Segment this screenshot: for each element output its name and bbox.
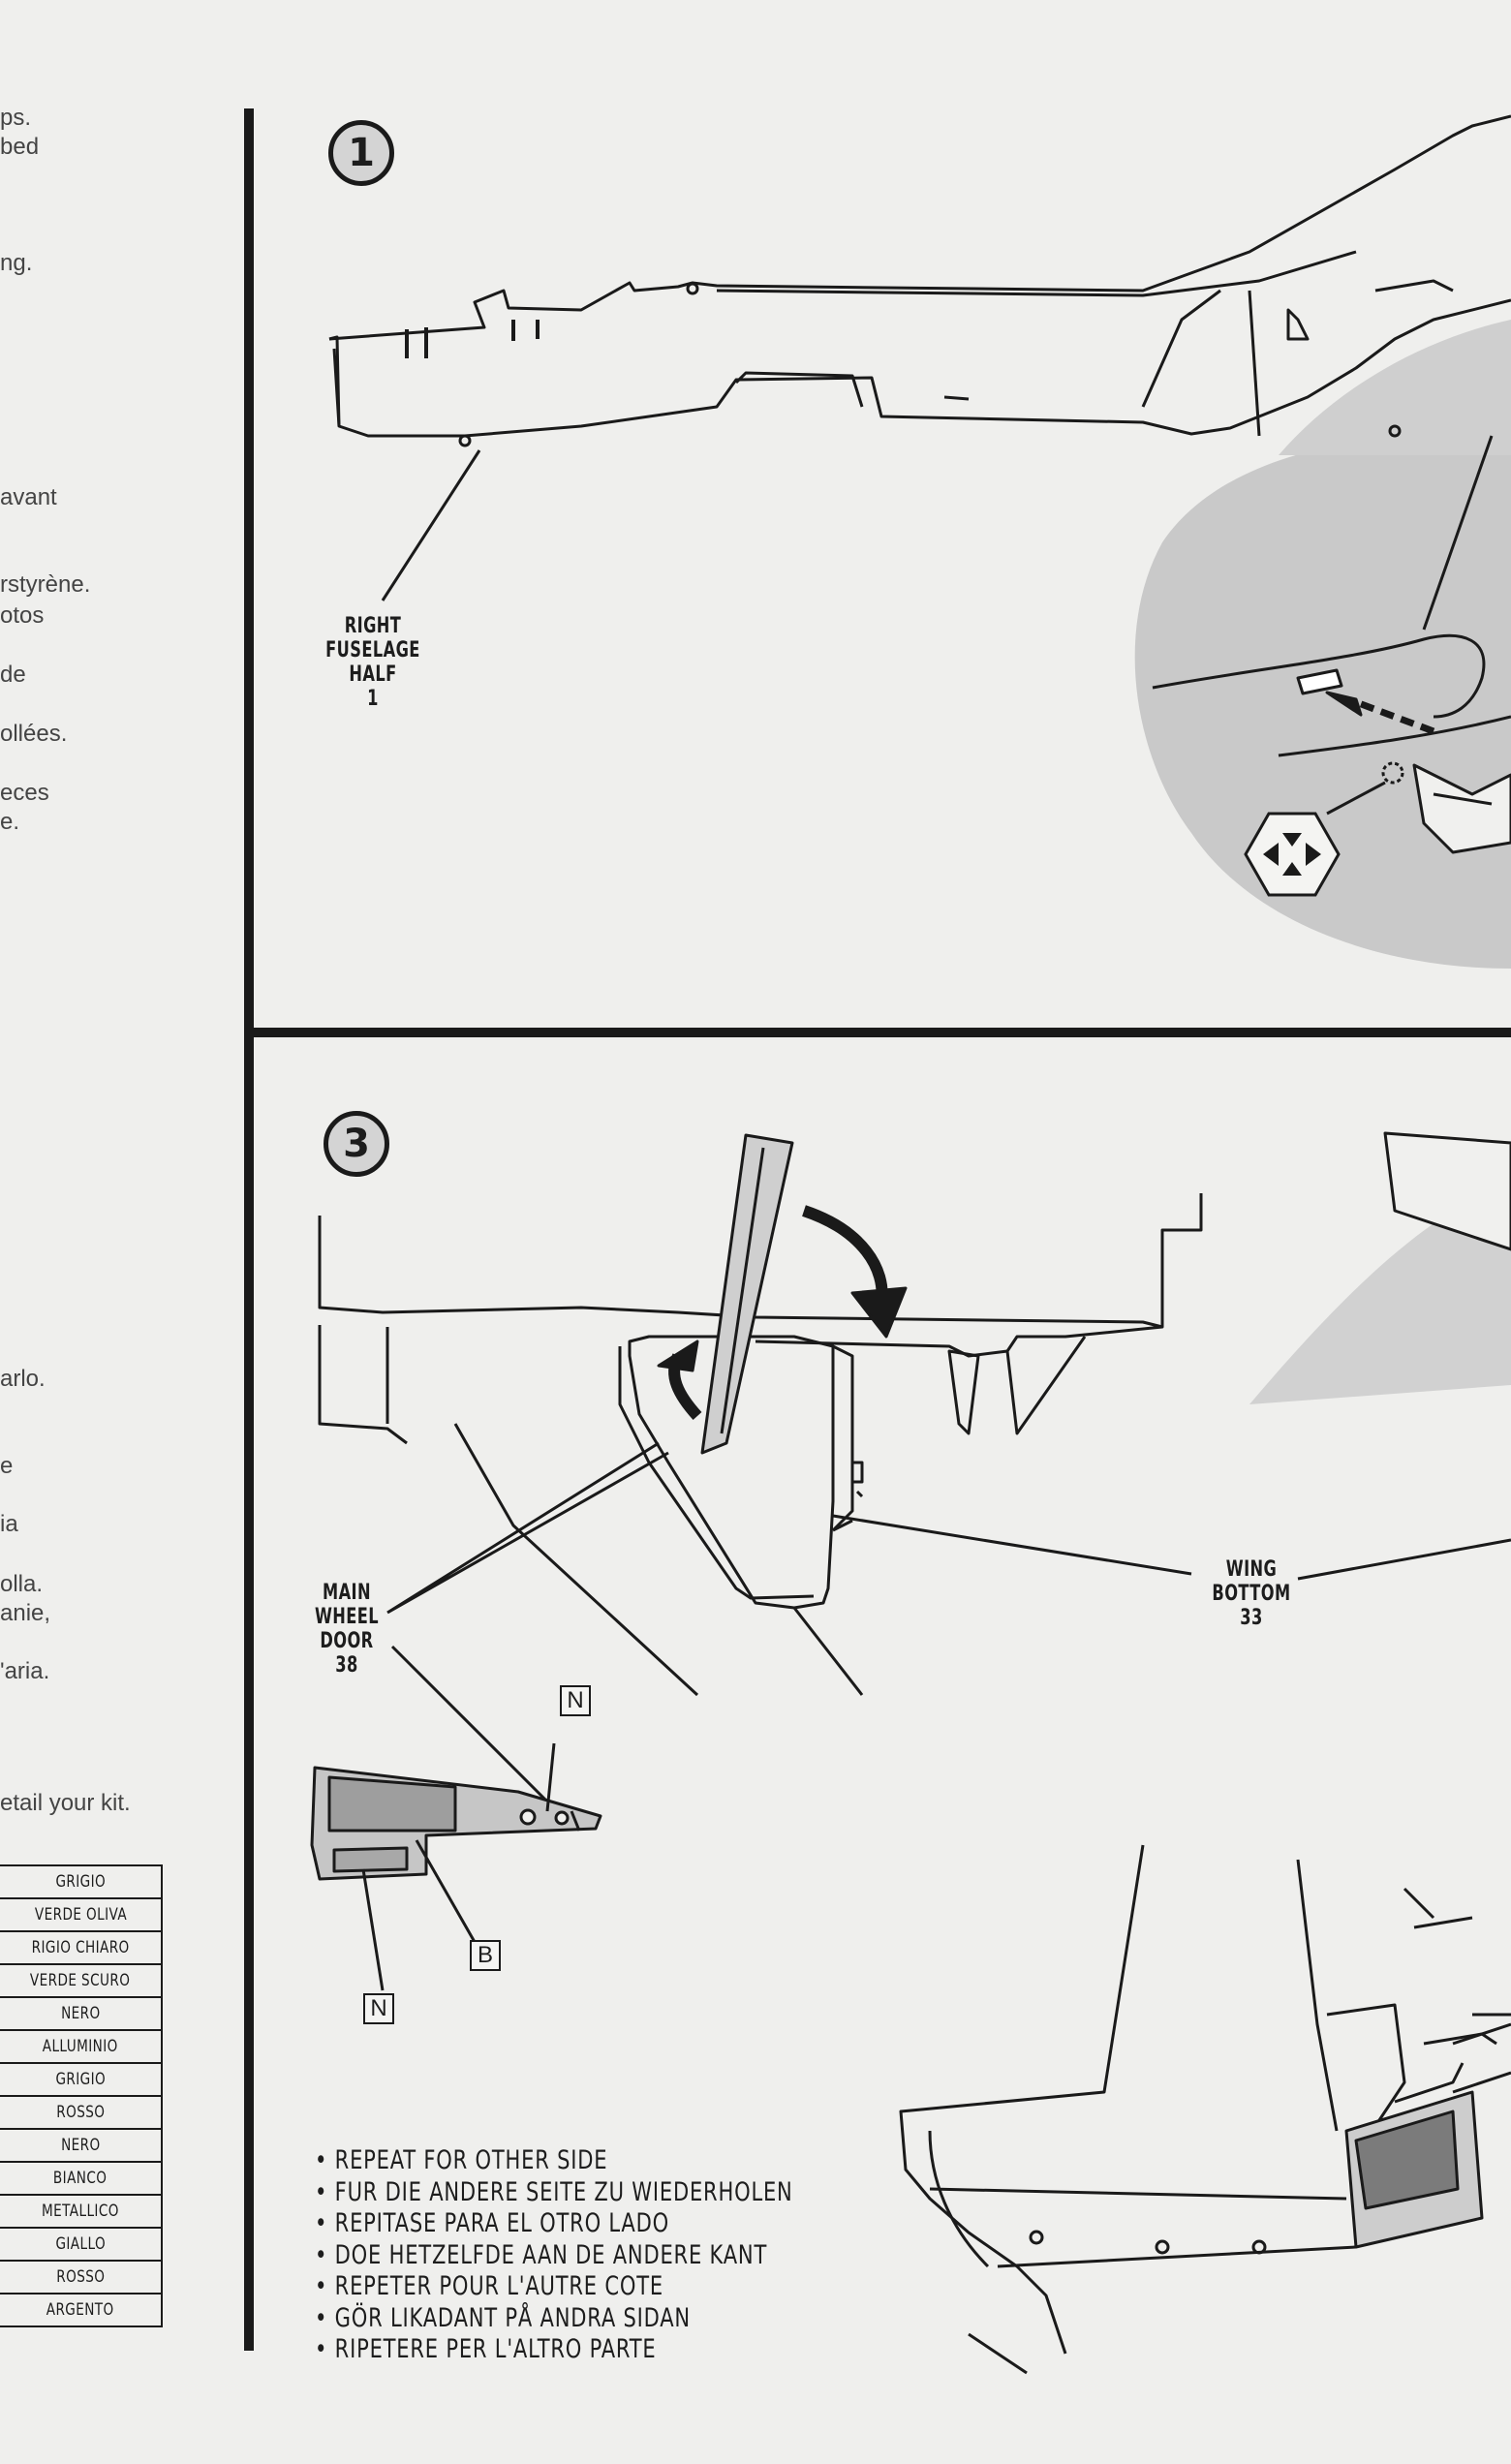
- color-cell: VERDE SCURO: [0, 1963, 163, 1998]
- color-cell: GRIGIO: [0, 2062, 163, 2097]
- color-cell: ROSSO: [0, 2260, 163, 2295]
- callout-line: RIGHT: [344, 614, 402, 638]
- color-cell: GRIGIO: [0, 1864, 163, 1899]
- instruction-item: GÖR LIKADANT PÅ ANDRA SIDAN: [315, 2303, 793, 2335]
- left-fragment: ng.: [0, 250, 33, 276]
- detail-circle: [1134, 434, 1511, 969]
- step-number-3: 3: [324, 1111, 389, 1177]
- instruction-item: REPITASE PARA EL OTRO LADO: [315, 2208, 793, 2240]
- step-number-1: 1: [328, 120, 394, 186]
- callout-line: FUSELAGE: [325, 638, 420, 662]
- left-fragment: e: [0, 1453, 14, 1479]
- fuselage-half-outline: [328, 114, 1511, 341]
- left-fragment: otos: [0, 602, 45, 629]
- callout-line: 38: [335, 1653, 358, 1678]
- instruction-item: REPETER POUR L'AUTRE COTE: [315, 2271, 793, 2303]
- part-tag-b: B: [470, 1940, 501, 1971]
- left-fragment: arlo.: [0, 1366, 46, 1392]
- color-name: VERDE OLIVA: [34, 1905, 127, 1925]
- color-cell: METALLICO: [0, 2194, 163, 2229]
- color-name: RIGIO CHIARO: [31, 1938, 130, 1957]
- color-name: METALLICO: [42, 2202, 119, 2221]
- color-name: VERDE SCURO: [30, 1971, 131, 1990]
- color-name: GRIGIO: [55, 1872, 106, 1892]
- left-fragment: rstyrène.: [0, 571, 91, 598]
- left-fragment: bed: [0, 134, 40, 160]
- color-name: NERO: [60, 2004, 101, 2023]
- glue-symbol-icon: [1244, 812, 1341, 897]
- left-fragment: de: [0, 662, 26, 688]
- color-cell: NERO: [0, 1996, 163, 2031]
- instruction-item: REPEAT FOR OTHER SIDE: [315, 2145, 793, 2177]
- part-tag-label: N: [567, 1687, 584, 1713]
- vertical-divider: [244, 108, 254, 2351]
- left-fragment: eces: [0, 780, 49, 806]
- repeat-instructions-list: REPEAT FOR OTHER SIDE FUR DIE ANDERE SEI…: [315, 2145, 928, 2366]
- callout-main-wheel-door: MAIN WHEEL DOOR 38: [299, 1581, 394, 1678]
- paint-color-table: GRIGIO VERDE OLIVA RIGIO CHIARO VERDE SC…: [0, 1864, 163, 2327]
- left-fragment: anie,: [0, 1600, 51, 1626]
- step-number-label: 3: [343, 1122, 370, 1166]
- color-cell: ROSSO: [0, 2095, 163, 2130]
- instruction-item: RIPETERE PER L'ALTRO PARTE: [315, 2334, 793, 2366]
- color-name: ROSSO: [55, 2267, 106, 2287]
- color-cell: BIANCO: [0, 2161, 163, 2196]
- left-fragment: avant: [0, 484, 57, 510]
- left-fragment: 'aria.: [0, 1658, 50, 1684]
- color-name: GRIGIO: [55, 2070, 106, 2089]
- color-cell: ALLUMINIO: [0, 2029, 163, 2064]
- main-wheel-door-part: [700, 1133, 794, 1455]
- color-name: ARGENTO: [46, 2300, 114, 2320]
- callout-line: WING: [1225, 1557, 1278, 1582]
- color-cell: NERO: [0, 2128, 163, 2163]
- part-tag-label: B: [477, 1942, 493, 1968]
- left-fragment: ps.: [0, 105, 32, 131]
- horizontal-divider: [244, 1028, 1511, 1037]
- color-name: GIALLO: [55, 2234, 106, 2254]
- left-fragment: e.: [0, 809, 20, 835]
- color-name: BIANCO: [53, 2169, 108, 2188]
- callout-line: 1: [367, 687, 379, 711]
- step-number-label: 1: [348, 131, 375, 175]
- color-name: NERO: [60, 2136, 101, 2155]
- color-name: ALLUMINIO: [43, 2037, 118, 2056]
- color-name: ROSSO: [55, 2103, 106, 2122]
- instruction-item: DOE HETZELFDE AAN DE ANDERE KANT: [315, 2240, 793, 2272]
- callout-line: HALF: [349, 662, 397, 687]
- color-cell: ARGENTO: [0, 2293, 163, 2327]
- left-fragment: ia: [0, 1511, 18, 1537]
- part-tag-label: N: [370, 1995, 387, 2021]
- callout-line: MAIN: [323, 1581, 371, 1605]
- color-cell: GIALLO: [0, 2227, 163, 2262]
- callout-line: DOOR: [320, 1629, 374, 1653]
- part-tag-n: N: [560, 1685, 591, 1716]
- color-cell: VERDE OLIVA: [0, 1897, 163, 1932]
- left-fragment: olla.: [0, 1571, 44, 1597]
- callout-line: 33: [1240, 1606, 1263, 1630]
- callout-right-fuselage-half: RIGHT FUSELAGE HALF 1: [305, 614, 440, 711]
- color-cell: RIGIO CHIARO: [0, 1930, 163, 1965]
- callout-line: WHEEL: [314, 1605, 380, 1629]
- left-fragment: etail your kit.: [0, 1790, 131, 1816]
- callout-wing-bottom: WING BOTTOM 33: [1204, 1557, 1299, 1630]
- instruction-item: FUR DIE ANDERE SEITE ZU WIEDERHOLEN: [315, 2177, 793, 2209]
- callout-line: BOTTOM: [1212, 1582, 1291, 1606]
- part-tag-n: N: [363, 1993, 394, 2024]
- left-fragment: ollées.: [0, 721, 68, 747]
